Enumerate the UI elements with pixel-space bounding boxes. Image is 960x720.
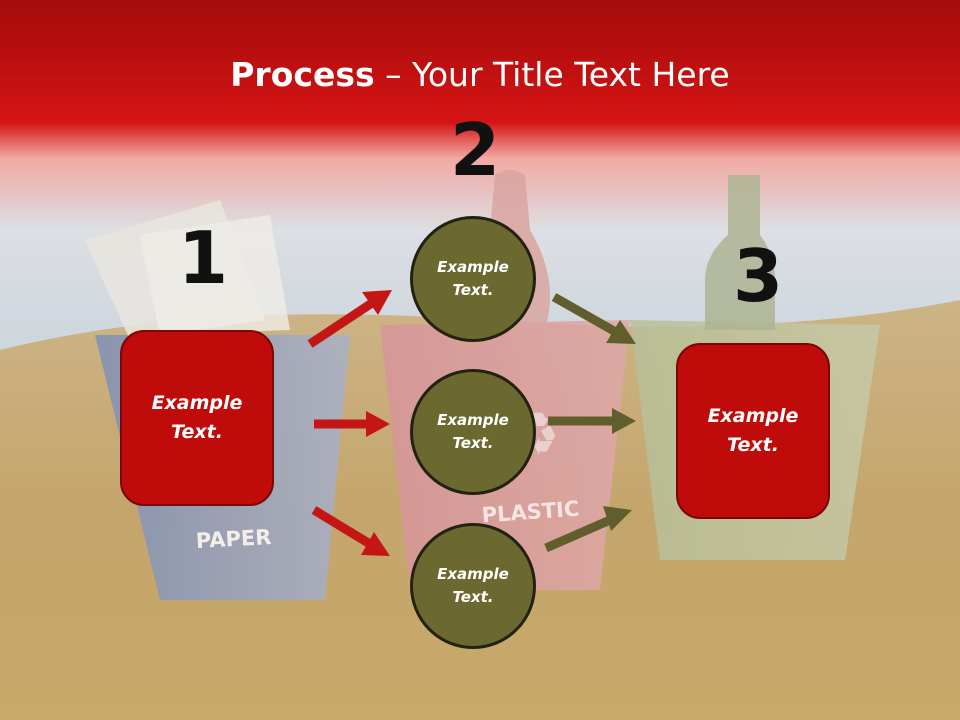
step-number-3: 3 — [733, 234, 784, 318]
slide-title-bold: Process — [230, 55, 375, 94]
step-2-circle-top: Example Text. — [410, 216, 536, 342]
circle-bottom-text: Example Text. — [437, 565, 509, 606]
step-number-2: 2 — [450, 108, 501, 192]
circle-top-text: Example Text. — [437, 258, 509, 299]
slide-title-rest: – Your Title Text Here — [374, 55, 730, 94]
step-3-box: Example Text. — [676, 343, 830, 519]
circle-middle-text: Example Text. — [437, 411, 509, 452]
step-number-1: 1 — [178, 216, 229, 300]
step-2-circle-middle: Example Text. — [410, 369, 536, 495]
step-1-box: Example Text. — [120, 330, 274, 506]
paper-bin-label: PAPER — [195, 525, 272, 553]
step-2-circle-bottom: Example Text. — [410, 523, 536, 649]
step-1-text: Example Text. — [151, 392, 243, 443]
step-3-text: Example Text. — [707, 405, 799, 456]
slide-title: Process – Your Title Text Here — [0, 52, 960, 98]
